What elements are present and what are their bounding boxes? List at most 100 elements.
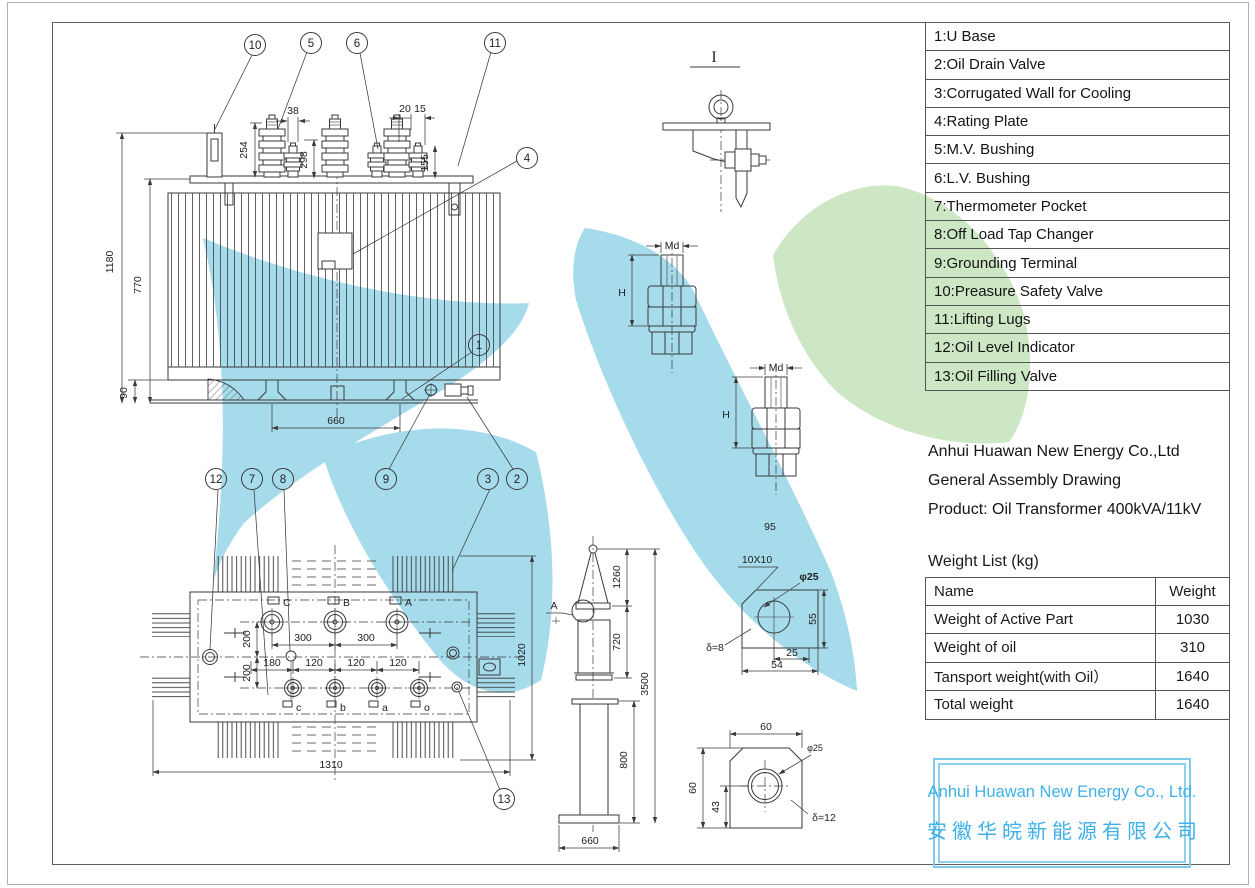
dim-label: 180 bbox=[263, 657, 281, 669]
parts-list-item: 10:Preasure Safety Valve bbox=[926, 278, 1229, 306]
dim-label: Md bbox=[769, 362, 784, 374]
plate-detail-10x10: 10X10 φ25 55 25 54 δ=8 bbox=[706, 554, 828, 675]
callout-label: 5 bbox=[308, 38, 314, 50]
dim-label: 200 bbox=[241, 630, 253, 648]
dim-label: 55 bbox=[807, 613, 819, 625]
parts-list-table: 1:U Base 2:Oil Drain Valve 3:Corrugated … bbox=[925, 23, 1230, 391]
dim-label: H bbox=[722, 409, 730, 421]
watermark-swoosh-right bbox=[573, 228, 857, 691]
stamp-company-zh: 安徽华皖新能源有限公司 bbox=[927, 820, 1202, 843]
dim-label: 300 bbox=[357, 632, 375, 644]
dim-label: 95 bbox=[764, 521, 776, 533]
drawing-frame bbox=[52, 22, 1230, 865]
plan-view: C B A c b a o 300 bbox=[140, 468, 536, 810]
stamp-company-en: Anhui Huawan New Energy Co., Ltd. bbox=[927, 782, 1197, 801]
callout-label: 13 bbox=[498, 794, 511, 806]
dim-label: 298 bbox=[298, 151, 310, 169]
dim-label: 1180 bbox=[104, 251, 116, 274]
weight-table-row: Tansport weight(with Oil） 1640 bbox=[926, 662, 1229, 691]
callout-label: 12 bbox=[210, 474, 223, 486]
dim-label: 1310 bbox=[319, 759, 343, 771]
dim-label: 1020 bbox=[516, 643, 528, 667]
dim-label: 660 bbox=[327, 415, 345, 427]
dim-label: H bbox=[618, 287, 626, 299]
dim-label: 200 bbox=[241, 664, 253, 682]
dim-label: 54 bbox=[771, 659, 783, 671]
dim-label: 1260 bbox=[611, 565, 623, 589]
parts-list-item: 12:Oil Level Indicator bbox=[926, 334, 1229, 363]
weight-header-name: Name bbox=[926, 578, 1156, 606]
weight-table-row: Weight of oil 310 bbox=[926, 634, 1229, 663]
parts-list-item: 5:M.V. Bushing bbox=[926, 136, 1229, 165]
pole-mount-view: A 1260 720 800 3500 660 bbox=[546, 536, 660, 852]
section-label: I bbox=[711, 49, 716, 66]
dim-label: 38 bbox=[287, 105, 299, 117]
callout-label: 11 bbox=[489, 38, 501, 50]
parts-list-item: 2:Oil Drain Valve bbox=[926, 51, 1229, 80]
detail-label: A bbox=[550, 600, 557, 612]
dim-label: 15 bbox=[414, 103, 426, 115]
hole-label: φ25 bbox=[799, 571, 818, 583]
front-view: 1180 770 90 660 254 38 298 20 15 155 bbox=[104, 32, 538, 572]
dim-label: 60 bbox=[760, 721, 772, 733]
parts-list-item: 11:Lifting Lugs bbox=[926, 306, 1229, 335]
dim-label: 300 bbox=[294, 632, 312, 644]
dim-label: 720 bbox=[611, 633, 623, 651]
dim-label: Md bbox=[665, 240, 680, 252]
dim-label: 25 bbox=[786, 647, 798, 659]
company-stamp: Anhui Huawan New Energy Co., Ltd. 安徽华皖新能… bbox=[927, 758, 1197, 868]
dim-label: 120 bbox=[305, 657, 323, 669]
dim-label: 60 bbox=[687, 782, 699, 794]
mv-terminal-label: B bbox=[343, 597, 350, 609]
weight-table-header: Name Weight bbox=[926, 578, 1229, 607]
lv-terminal-label: o bbox=[424, 702, 430, 714]
drawing-type: General Assembly Drawing bbox=[928, 472, 1121, 489]
callout-label: 7 bbox=[249, 474, 255, 486]
callout-label: 6 bbox=[354, 38, 360, 50]
lv-terminal-label: a bbox=[382, 702, 388, 714]
mv-terminal-label: A bbox=[405, 597, 412, 609]
parts-list-item: 4:Rating Plate bbox=[926, 108, 1229, 137]
callout-label: 8 bbox=[280, 474, 286, 486]
callout-label: 2 bbox=[514, 474, 520, 486]
parts-list-item: 7:Thermometer Pocket bbox=[926, 193, 1229, 222]
company-stamp-inner: Anhui Huawan New Energy Co., Ltd. 安徽华皖新能… bbox=[927, 763, 1197, 863]
dim-label: 90 bbox=[118, 387, 130, 399]
callout-balloons-plan: 12 7 8 13 bbox=[205, 468, 515, 810]
weight-list-title: Weight List (kg) bbox=[928, 553, 1039, 570]
parts-list-item: 9:Grounding Terminal bbox=[926, 249, 1229, 278]
lifting-lug-detail: I bbox=[662, 49, 772, 212]
chamfer-label: 10X10 bbox=[742, 554, 773, 566]
dim-label: 254 bbox=[238, 141, 250, 159]
dim-label: 155 bbox=[419, 154, 431, 172]
dim-label: 660 bbox=[581, 835, 599, 847]
parts-list-item: 8:Off Load Tap Changer bbox=[926, 221, 1229, 250]
callout-label: 4 bbox=[524, 153, 531, 165]
plate-detail-bottom: 60 60 43 φ25 δ=12 bbox=[687, 721, 836, 829]
company-name: Anhui Huawan New Energy Co.,Ltd bbox=[928, 443, 1180, 460]
hole-label: φ25 bbox=[807, 743, 823, 753]
weight-table-row: Total weight 1640 bbox=[926, 690, 1229, 719]
callout-label: 10 bbox=[249, 40, 262, 52]
title-block: Anhui Huawan New Energy Co.,Ltd General … bbox=[928, 443, 1201, 530]
dim-label: 3500 bbox=[639, 672, 651, 696]
dim-label: 770 bbox=[132, 276, 144, 294]
plus-marks bbox=[224, 628, 441, 682]
product-name: Product: Oil Transformer 400kVA/11kV bbox=[928, 501, 1202, 518]
dim-label: 800 bbox=[618, 751, 630, 769]
parts-list-item: 6:L.V. Bushing bbox=[926, 164, 1229, 193]
parts-list-item: 1:U Base bbox=[926, 23, 1229, 52]
terminal-stud-detail-upper: Md H bbox=[618, 240, 698, 373]
mv-terminal-label: C bbox=[283, 597, 291, 609]
dim-label: 43 bbox=[710, 801, 722, 813]
thickness-label: δ=12 bbox=[812, 812, 836, 824]
lv-terminal-label: c bbox=[296, 702, 301, 714]
page-edge-border bbox=[7, 2, 1249, 885]
terminal-stud-detail-lower: Md H 95 bbox=[722, 362, 802, 533]
callout-balloons-front: 10 5 6 11 4 1 9 2 3 bbox=[213, 32, 538, 572]
callout-label: 1 bbox=[476, 340, 482, 352]
weight-header-weight: Weight bbox=[1169, 583, 1216, 601]
dim-label: 120 bbox=[347, 657, 365, 669]
weight-list-table: Name Weight Weight of Active Part 1030 W… bbox=[925, 577, 1230, 720]
